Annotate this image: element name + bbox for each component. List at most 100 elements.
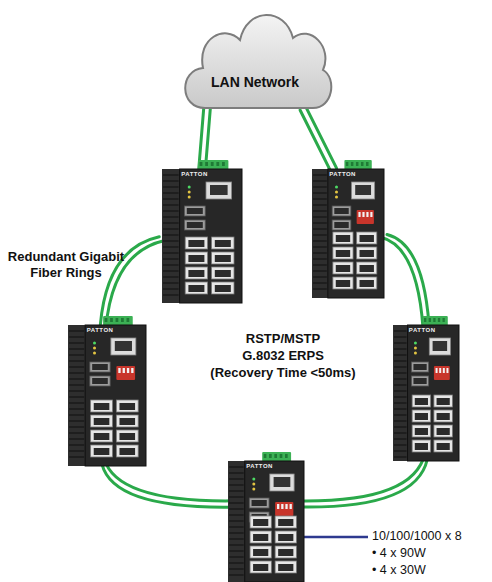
protocol-note: G.8032 ERPS <box>200 348 366 364</box>
switch-body <box>228 461 304 582</box>
fiber-strand <box>304 460 428 507</box>
terminal-screw <box>264 454 267 458</box>
rj45-port <box>275 531 296 543</box>
heatsink-side <box>228 461 245 582</box>
rj45-socket <box>336 265 350 272</box>
rj45-socket <box>188 255 204 262</box>
rj45-socket <box>360 280 374 287</box>
heatsink-fin <box>163 180 179 181</box>
terminal-screw <box>429 318 431 322</box>
dip-toggle <box>443 368 445 373</box>
network-switch: PATTON <box>312 160 384 298</box>
sfp-slot <box>413 378 426 384</box>
status-led <box>188 186 191 189</box>
heatsink-fin <box>163 210 179 211</box>
rj45-socket <box>188 240 204 247</box>
rj45-port <box>333 232 353 244</box>
heatsink-fin <box>313 192 327 193</box>
terminal-screw <box>127 318 130 322</box>
heatsink-fin <box>69 378 84 379</box>
heatsink-fin <box>313 198 327 199</box>
heatsink-fin <box>163 204 179 205</box>
rj45-socket <box>336 235 350 242</box>
heatsink-fin <box>394 432 407 433</box>
front-panel <box>245 461 304 582</box>
sfp-slot <box>252 500 267 506</box>
terminal-screw <box>366 162 369 166</box>
dip-toggle <box>281 504 283 509</box>
heatsink-fin <box>394 372 407 373</box>
sfp-port <box>184 206 205 216</box>
rj45-socket <box>360 265 374 272</box>
rj45-port <box>185 282 207 294</box>
sfp-port <box>249 498 269 508</box>
status-led <box>252 488 255 491</box>
heatsink-fin <box>69 336 84 337</box>
cloud-shape <box>175 0 335 118</box>
heatsink-fin <box>229 472 244 473</box>
heatsink-fin <box>394 426 407 427</box>
terminal-screw <box>424 318 426 322</box>
dip-toggle <box>358 212 360 217</box>
heatsink-fin <box>229 514 244 515</box>
console-port <box>270 474 294 491</box>
dip-toggle <box>127 368 129 373</box>
heatsink-fin <box>313 174 327 175</box>
heatsink-fin <box>229 484 244 485</box>
console-socket <box>433 341 448 351</box>
rj45-port <box>434 440 452 452</box>
status-led <box>335 186 338 189</box>
heatsink-fin <box>69 402 84 403</box>
terminal-screw <box>222 162 225 166</box>
heatsink-fin <box>229 532 244 533</box>
rj45-socket <box>415 398 428 405</box>
heatsink-fin <box>313 270 327 271</box>
status-led <box>414 342 417 345</box>
heatsink-fin <box>163 252 179 253</box>
rj45-port <box>412 410 430 422</box>
dip-switch <box>116 366 135 380</box>
rj45-socket <box>94 448 110 455</box>
heatsink-fin <box>394 342 407 343</box>
switch-illustration <box>68 316 146 466</box>
heatsink-fin <box>69 342 84 343</box>
dip-toggle <box>370 212 372 217</box>
rj45-port <box>116 415 138 427</box>
rj45-socket <box>215 255 231 262</box>
heatsink-fin <box>69 366 84 367</box>
rj45-port <box>250 546 271 558</box>
heatsink-fin <box>69 450 84 451</box>
rj45-port <box>434 425 452 437</box>
sfp-slot <box>187 208 203 214</box>
sfp-port <box>411 362 428 372</box>
network-switch: PATTON <box>228 452 304 582</box>
dip-toggle <box>285 504 287 509</box>
brand-label: PATTON <box>329 171 356 177</box>
heatsink-fin <box>69 390 84 391</box>
heatsink-fin <box>69 354 84 355</box>
console-port <box>352 182 375 199</box>
rj45-port <box>412 425 430 437</box>
rj45-socket <box>278 549 293 556</box>
rj45-socket <box>119 418 135 425</box>
rj45-socket <box>94 403 110 410</box>
heatsink-fin <box>394 444 407 445</box>
status-led <box>188 196 191 199</box>
brand-label: PATTON <box>181 171 208 177</box>
rj45-socket <box>119 448 135 455</box>
rj45-socket <box>415 428 428 435</box>
rj45-socket <box>415 443 428 450</box>
front-panel <box>408 325 459 461</box>
heatsink-fin <box>69 330 84 331</box>
dip-toggle <box>277 504 279 509</box>
heatsink-fin <box>313 264 327 265</box>
dip-switch <box>434 366 450 380</box>
status-led <box>93 352 96 355</box>
rj45-socket <box>215 270 231 277</box>
terminal-screw <box>205 162 208 166</box>
heatsink-fin <box>229 574 244 575</box>
sfp-port <box>90 376 110 386</box>
terminal-screw <box>211 162 214 166</box>
terminal-screw <box>361 162 364 166</box>
rj45-port <box>185 267 207 279</box>
